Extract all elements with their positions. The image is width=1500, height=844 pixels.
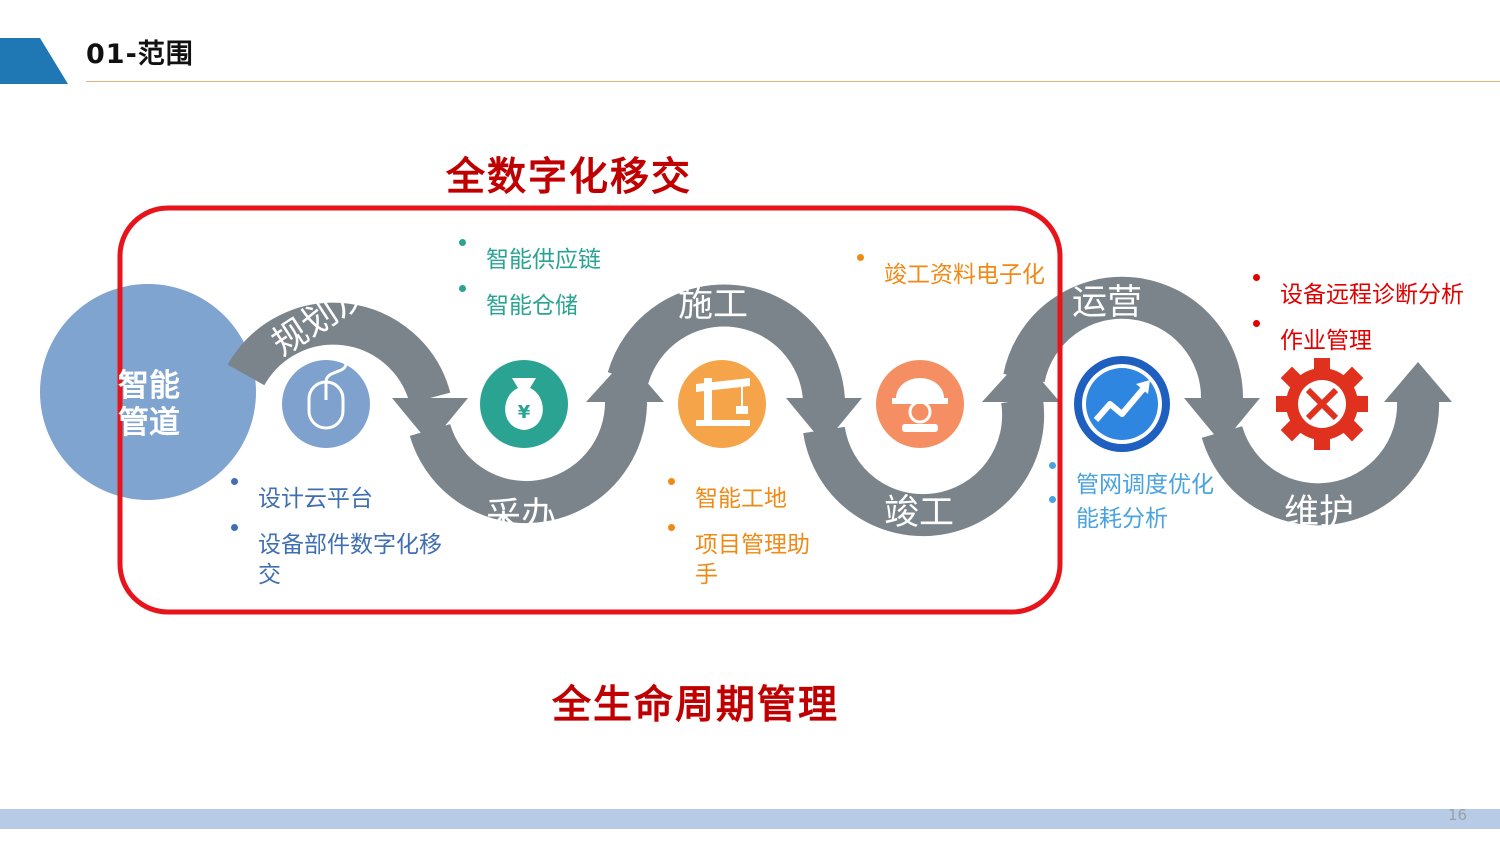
list-item: 管网调度优化 — [1049, 462, 1236, 502]
stage-operate-label: 运营 — [1072, 283, 1143, 323]
bullet-dot — [231, 524, 238, 531]
bullet-dot — [1049, 462, 1056, 469]
ribbon-arc-procure — [409, 399, 648, 524]
stage-construct-label: 施工 — [678, 285, 749, 325]
bullet-dot — [668, 478, 675, 485]
bullet-dot — [1049, 496, 1056, 503]
mouse-icon — [282, 360, 370, 448]
slide-title: 01-范围 — [86, 39, 194, 70]
list-item: 设计云平台 — [231, 478, 448, 514]
list-item: 智能工地 — [668, 478, 830, 514]
ribbon-arc-plan — [227, 302, 451, 405]
header-divider — [86, 81, 1500, 82]
ribbon-arc-complete — [803, 396, 1045, 537]
arrow-up-3 — [1384, 362, 1452, 402]
list-item: 项目管理助手 — [668, 524, 830, 590]
complete-features-list: 竣工资料电子化 — [857, 254, 1104, 306]
money-bag-icon: ¥ — [480, 360, 568, 448]
stage-complete-label: 竣工 — [884, 493, 955, 533]
bullet-dot — [668, 524, 675, 531]
construct-features-list: 智能工地 项目管理助手 — [668, 478, 830, 606]
footer-bar — [0, 809, 1500, 829]
gear-tools-icon — [1276, 358, 1368, 450]
list-item: 设备部件数字化移交 — [231, 524, 448, 590]
bullet-dot — [459, 285, 466, 292]
operate-features-list: 管网调度优化 能耗分析 — [1049, 462, 1236, 536]
arrow-down-2 — [786, 398, 862, 444]
lifecycle-caption: 全生命周期管理 — [552, 683, 840, 728]
ribbon-arc-operate — [1003, 276, 1244, 401]
crane-icon — [678, 360, 766, 448]
list-item: 能耗分析 — [1049, 496, 1236, 536]
bullet-dot — [1253, 274, 1260, 281]
maintain-features-list: 设备远程诊断分析 作业管理 — [1253, 274, 1500, 372]
highlight-title: 全数字化移交 — [446, 155, 693, 200]
chart-trend-icon — [1074, 356, 1170, 452]
arrow-down-1 — [392, 398, 468, 444]
header-accent — [0, 38, 68, 84]
ribbon-arc-maintain — [1201, 399, 1440, 526]
hub-circle — [40, 284, 256, 500]
stage-maintain-label: 维护 — [1284, 493, 1355, 533]
procure-features-list: 智能供应链 智能仓储 — [459, 239, 606, 337]
bullet-dot — [231, 478, 238, 485]
stage-procure-label: 采办 — [486, 496, 557, 536]
page-number: 16 — [1448, 806, 1468, 824]
highlight-frame — [117, 205, 1063, 615]
bullet-dot — [1253, 320, 1260, 327]
list-item: 智能仓储 — [459, 285, 606, 321]
svg-text:¥: ¥ — [518, 402, 531, 423]
arrow-up-2 — [982, 358, 1060, 402]
bullet-dot — [857, 254, 864, 261]
list-item: 智能供应链 — [459, 239, 606, 275]
hub-label: 智能管道 — [118, 368, 180, 441]
list-item: 设备远程诊断分析 — [1253, 274, 1500, 310]
arrow-up-1 — [586, 358, 664, 402]
worker-helmet-icon — [876, 360, 964, 448]
list-item: 竣工资料电子化 — [857, 254, 1104, 290]
ribbon-arc-construct — [607, 284, 845, 402]
list-item: 作业管理 — [1253, 320, 1500, 356]
design-features-list: 设计云平台 设备部件数字化移交 — [231, 478, 448, 606]
bullet-dot — [459, 239, 466, 246]
arrow-down-3 — [1184, 398, 1260, 444]
